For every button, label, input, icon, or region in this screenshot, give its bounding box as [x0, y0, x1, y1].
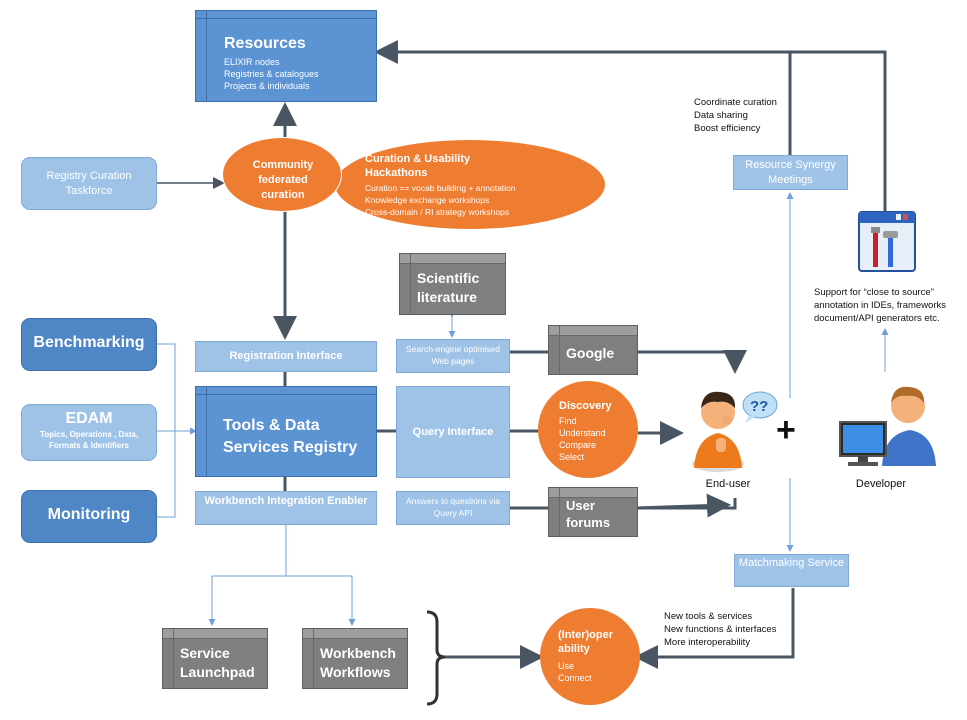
hackathons-oval: Curation & Usability Hackathons Curation…: [335, 140, 605, 229]
answers-label: Answers to questions via Query API: [405, 496, 501, 518]
service-launchpad-box: Service Launchpad: [162, 628, 268, 689]
hackathons-title: Curation & Usability Hackathons: [365, 153, 471, 179]
support-note-line: document/API generators etc.: [814, 313, 940, 324]
arrow-matchmaking-to-interop: [634, 588, 795, 669]
resources-title: Resources: [224, 35, 306, 52]
discovery-item: Compare: [559, 440, 597, 450]
interoperability-item: Use: [558, 661, 575, 671]
search-engine-box: Search-engine optimised Web pages: [396, 339, 510, 373]
search-engine-label: Search-engine optimised Web pages: [405, 344, 501, 366]
google-box: Google: [548, 325, 638, 375]
hackathons-item: Curation == vocab building + annotation: [365, 183, 516, 193]
benchmarking-label: Benchmarking: [33, 334, 145, 351]
registration-interface: Registration Interface: [195, 341, 377, 372]
workbench-workflows-box: Workbench Workflows: [302, 628, 408, 689]
resource-synergy-meetings: Resource Synergy Meetings: [733, 155, 848, 190]
svg-text:??: ??: [750, 398, 768, 415]
end-user-icon: [688, 378, 788, 473]
developer-icon: [838, 376, 938, 471]
hackathons-item: Cross-domain / RI strategy workshops: [365, 207, 510, 217]
discovery-item: Select: [559, 452, 585, 462]
interoperability-oval: (Inter)oper ability Use Connect: [540, 608, 640, 705]
user-forums-box: User forums: [548, 487, 638, 537]
new-tools-note: More interoperability: [664, 637, 751, 648]
new-tools-notes: New tools & services New functions & int…: [664, 610, 776, 649]
discovery-item: Understand: [559, 428, 606, 438]
query-interface-label: Query Interface: [412, 426, 494, 438]
interoperability-title: (Inter)oper ability: [558, 629, 613, 655]
monitoring-label: Monitoring: [47, 506, 131, 523]
resources-item: Projects & individuals: [224, 81, 310, 91]
arrow-workbench-to-launchpad: [208, 525, 287, 626]
google-label: Google: [566, 345, 615, 361]
registry-curation-taskforce: Registry Curation Taskforce: [21, 157, 157, 210]
new-tools-note: New functions & interfaces: [664, 624, 777, 635]
coordinate-notes: Coordinate curation Data sharing Boost e…: [694, 96, 777, 135]
workbench-workflows-label: Workbench Workflows: [320, 645, 396, 680]
taskforce-label: Registry Curation Taskforce: [46, 170, 132, 197]
monitoring-box: Monitoring: [21, 490, 157, 543]
support-note-line: annotation in IDEs, frameworks: [814, 300, 947, 311]
coordinate-note: Boost efficiency: [694, 123, 761, 134]
discovery-title: Discovery: [559, 400, 612, 412]
scientific-literature-label: Scientific literature: [417, 270, 480, 305]
workbench-integration-enabler: Workbench Integration Enabler: [195, 491, 377, 525]
developer-label: Developer: [855, 478, 907, 490]
interoperability-item: Connect: [558, 673, 592, 683]
developer-support-note: Support for “close to source” annotation…: [814, 286, 946, 325]
discovery-item: Find: [559, 416, 577, 426]
service-launchpad-label: Service Launchpad: [180, 645, 255, 680]
workbench-integration-label: Workbench Integration Enabler: [204, 495, 368, 507]
matchmaking-label: Matchmaking Service: [738, 557, 845, 569]
coordinate-note: Coordinate curation: [694, 97, 777, 108]
edam-box: EDAM Topics, Operations , Data, Formats …: [21, 404, 157, 461]
community-curation-oval: Community federated curation: [222, 137, 342, 212]
scientific-literature-box: Scientific literature: [399, 253, 506, 315]
resources-box: Resources ELIXIR nodes Registries & cata…: [195, 10, 377, 102]
user-forums-label: User forums: [566, 498, 611, 530]
benchmarking-box: Benchmarking: [21, 318, 157, 371]
resource-synergy-label: Resource Synergy Meetings: [745, 159, 836, 186]
discovery-oval: Discovery Find Understand Compare Select: [538, 381, 638, 478]
registry-main-label: Tools & Data Services Registry: [223, 417, 358, 456]
end-user-label: End-user: [705, 478, 751, 490]
registration-interface-label: Registration Interface: [229, 350, 343, 362]
bracket-launchpad-workflows: [426, 610, 446, 706]
community-curation-label: Community federated curation: [252, 159, 314, 201]
plus-sign: +: [776, 411, 796, 449]
answers-box: Answers to questions via Query API: [396, 491, 510, 525]
arrow-google-to-enduser: [636, 350, 747, 374]
tools-window-icon: [858, 211, 916, 272]
registry-main-box: Tools & Data Services Registry: [195, 386, 377, 477]
hackathons-item: Knowledge exchange workshops: [365, 195, 490, 205]
resources-item: ELIXIR nodes: [224, 57, 280, 67]
new-tools-note: New tools & services: [664, 611, 753, 622]
resources-item: Registries & catalogues: [224, 69, 319, 79]
edam-title: EDAM: [65, 410, 113, 427]
edam-subtitle: Topics, Operations , Data, Formats & Ide…: [39, 430, 139, 450]
arrow-developer-to-resources: [374, 40, 887, 220]
support-note-line: Support for “close to source”: [814, 287, 934, 298]
matchmaking-service: Matchmaking Service: [734, 554, 849, 587]
arrow-forums-to-enduser: [635, 493, 731, 518]
question-bubble-icon: ??: [741, 390, 779, 424]
coordinate-note: Data sharing: [694, 110, 748, 121]
query-interface-box: Query Interface: [396, 386, 510, 478]
arrow-workbench-to-workflows: [286, 575, 356, 626]
